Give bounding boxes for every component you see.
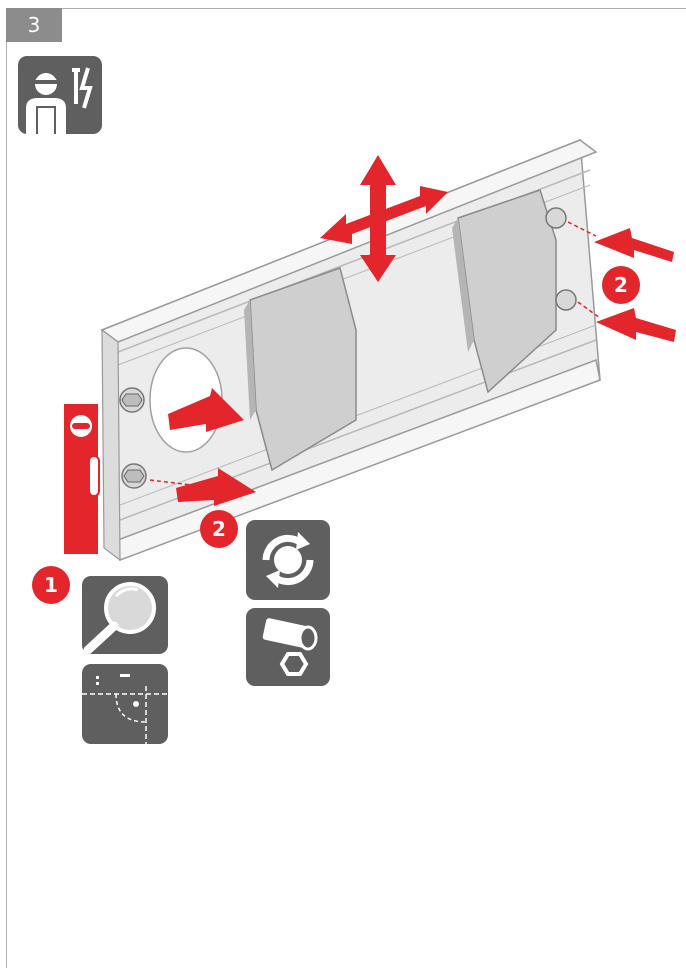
spirit-level-icon [64,404,100,554]
bolt-lower-left [121,463,147,489]
step-number: 3 [6,8,62,42]
press-arrow-center [168,388,244,432]
magnifier-icon [82,576,168,654]
technician-tools-icon [18,56,102,134]
rotate-tighten-icon [246,520,330,600]
page-frame [6,8,686,968]
alignment-layout-icon [82,664,168,744]
socket-wrench-icon [246,608,330,686]
marker-level: 1 [32,566,70,604]
bolt-lower-right [555,289,577,311]
bolt-upper-left [119,387,145,413]
bolt-upper-right [545,207,567,229]
marker-fix-right: 2 [602,266,640,304]
press-arrow-upper-right [594,228,674,262]
move-cross-arrow [320,155,448,282]
marker-fix-left: 2 [200,510,238,548]
press-arrow-lower-left [176,468,256,506]
press-arrow-lower-right [596,308,676,342]
